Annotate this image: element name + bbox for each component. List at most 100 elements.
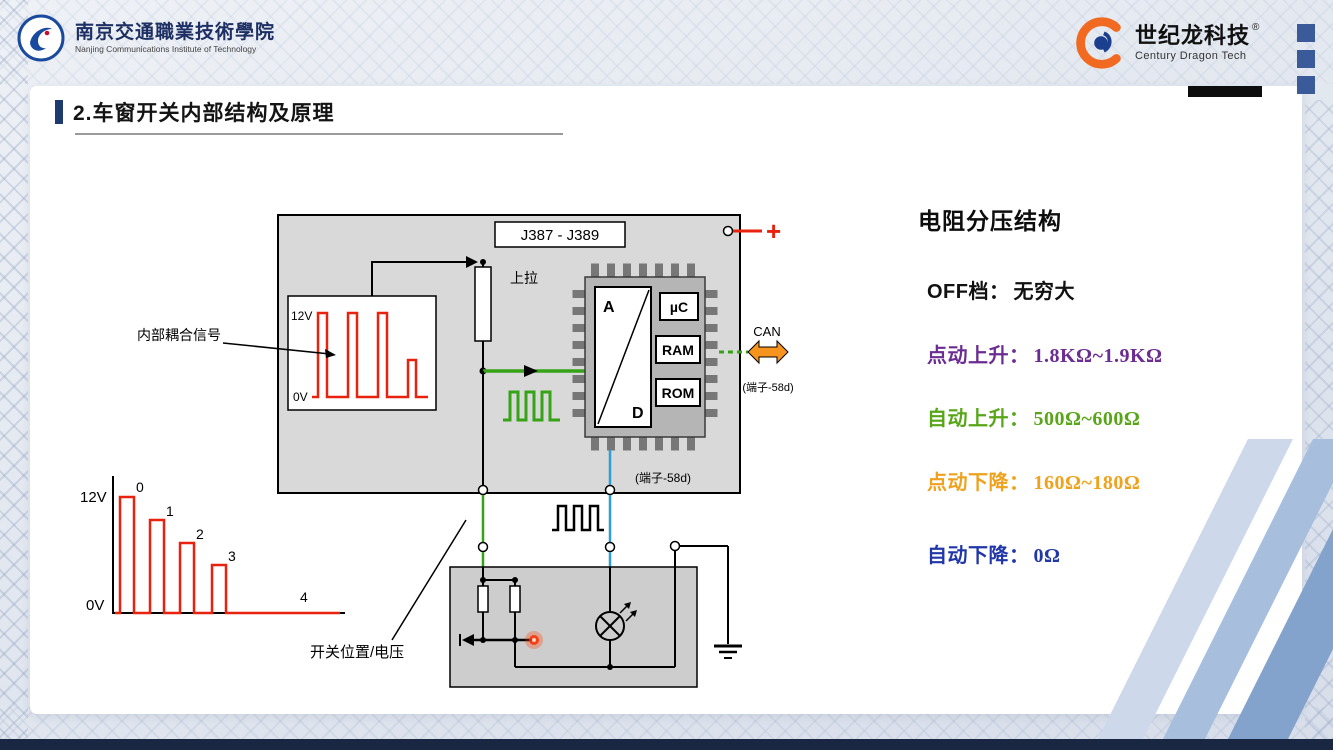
step-label-1: 1 bbox=[166, 503, 174, 519]
divider-resistor-1 bbox=[477, 585, 489, 613]
circuit-diagram: J387 - J389 + 12V 0V 内部耦合信号 上拉 A D bbox=[80, 214, 794, 688]
black-waveform bbox=[552, 504, 604, 532]
plus-terminal bbox=[722, 225, 734, 237]
deco-square bbox=[1297, 50, 1315, 68]
step-label-3: 3 bbox=[228, 548, 236, 564]
switch-wiper-arrow bbox=[462, 634, 474, 646]
lamp-x2 bbox=[599, 615, 621, 637]
led-arrowhead-1 bbox=[624, 602, 631, 609]
module-label-box bbox=[494, 221, 626, 248]
coupling-signal-box: 12V 0V bbox=[287, 295, 437, 411]
switch-position-label: 开关位置/电压 bbox=[310, 644, 404, 661]
resistance-row-label: OFF档： bbox=[927, 281, 1010, 303]
edge-diamond-pattern-left bbox=[0, 0, 28, 750]
staircase-waveform: 12V 0V 0 1 2 3 4 bbox=[80, 476, 345, 615]
institute-header: 南京交通職業技術學院 Nanjing Communications Instit… bbox=[16, 13, 275, 63]
brand-name-zh: 世纪龙科技 bbox=[1135, 22, 1251, 48]
deco-black-bar bbox=[1188, 86, 1262, 97]
title-accent-bar bbox=[55, 100, 63, 124]
stripe-mid bbox=[1163, 439, 1333, 739]
page-title: 2.车窗开关内部结构及原理 bbox=[73, 102, 335, 125]
divider-resistor-2 bbox=[509, 585, 521, 613]
stripe-light bbox=[1098, 439, 1293, 739]
coupling-waveform bbox=[312, 311, 428, 399]
footer-bar bbox=[0, 739, 1333, 750]
pullup-label: 上拉 bbox=[510, 270, 538, 286]
green-waveform bbox=[503, 390, 560, 422]
coupling-high-label: 12V bbox=[291, 309, 312, 323]
terminal-label: (端子-58d) bbox=[635, 471, 691, 485]
resistance-row-value: 160Ω~180Ω bbox=[1033, 472, 1141, 494]
ram-label: RAM bbox=[662, 342, 694, 358]
ground-symbol bbox=[714, 644, 742, 659]
resistance-row-value: 无穷大 bbox=[1013, 281, 1075, 303]
terminal-circle bbox=[477, 484, 489, 496]
coupling-label: 内部耦合信号 bbox=[137, 327, 221, 343]
resistance-row-value: 0Ω bbox=[1033, 545, 1061, 567]
step-label-2: 2 bbox=[196, 526, 204, 542]
led-arrowhead-2 bbox=[630, 610, 637, 617]
resistance-row-value: 1.8KΩ~1.9KΩ bbox=[1033, 345, 1163, 367]
title-underline bbox=[75, 133, 563, 135]
ad-a-label: A bbox=[603, 299, 615, 316]
stripe-dark bbox=[1228, 529, 1333, 739]
junction-dot bbox=[480, 637, 486, 643]
step-label-0: 0 bbox=[136, 479, 144, 495]
coupling-pointer-arrow bbox=[325, 349, 336, 358]
resistance-row-label: 点动上升： bbox=[927, 345, 1030, 367]
registered-mark: ® bbox=[1252, 21, 1260, 33]
ad-diagonal bbox=[597, 289, 650, 425]
can-label: CAN bbox=[753, 324, 780, 339]
slide-title-block: 2.车窗开关内部结构及原理 bbox=[55, 97, 335, 127]
stair-high-label: 12V bbox=[80, 489, 107, 506]
resistance-row-value: 500Ω~600Ω bbox=[1033, 408, 1141, 430]
contact-glow-core bbox=[532, 638, 536, 642]
resistance-row-label: 自动下降： bbox=[927, 545, 1030, 567]
plus-sign: + bbox=[766, 216, 781, 246]
corner-stripes-decoration bbox=[1098, 439, 1333, 739]
microcontroller-chip: A D µC RAM ROM bbox=[572, 263, 718, 451]
institute-name-en: Nanjing Communications Institute of Tech… bbox=[75, 43, 257, 54]
deco-square bbox=[1297, 76, 1315, 94]
pullup-feed-line bbox=[371, 261, 466, 296]
can-terminal-label: (端子-58d) bbox=[742, 381, 793, 394]
uc-label: µC bbox=[670, 299, 688, 315]
institute-name-block: 南京交通職業技術學院 Nanjing Communications Instit… bbox=[75, 22, 275, 55]
brand-logo-icon bbox=[1076, 17, 1121, 69]
stair-low-label: 0V bbox=[86, 597, 104, 614]
can-arrow bbox=[747, 339, 789, 365]
resistance-row-label: 自动上升： bbox=[927, 408, 1030, 430]
terminal-circle bbox=[477, 541, 489, 553]
ad-d-label: D bbox=[632, 405, 644, 422]
resistance-panel-title: 电阻分压结构 bbox=[918, 208, 1062, 234]
resistance-row-jog-down: 点动下降：160Ω~180Ω bbox=[927, 466, 1140, 495]
brand-name-en: Century Dragon Tech bbox=[1135, 50, 1247, 63]
institute-name-zh: 南京交通職業技術學院 bbox=[75, 21, 276, 43]
coupling-low-label: 0V bbox=[293, 390, 308, 404]
stair-red-trace bbox=[115, 495, 340, 615]
green-line-arrow bbox=[524, 365, 538, 377]
rom-box bbox=[655, 378, 701, 407]
institute-logo-icon bbox=[17, 14, 65, 62]
terminal-circle bbox=[604, 484, 616, 496]
resistance-row-jog-up: 点动上升：1.8KΩ~1.9KΩ bbox=[927, 339, 1163, 368]
ram-box bbox=[655, 335, 701, 364]
step-label-4: 4 bbox=[300, 589, 308, 605]
brand-header: 世纪龙科技 ® Century Dragon Tech bbox=[1072, 15, 1259, 71]
rom-label: ROM bbox=[662, 385, 695, 401]
pullup-arrow bbox=[466, 256, 478, 268]
uc-box bbox=[659, 292, 699, 321]
terminal-circle bbox=[669, 540, 681, 552]
switch-block-box bbox=[449, 566, 698, 688]
junction-dot bbox=[607, 664, 613, 670]
resistance-row-label: 点动下降： bbox=[927, 472, 1030, 494]
module-label: J387 - J389 bbox=[521, 227, 599, 244]
resistance-row-auto-down: 自动下降：0Ω bbox=[927, 539, 1061, 568]
resistance-row-off: OFF档：无穷大 bbox=[927, 275, 1075, 304]
switch-pointer-line bbox=[391, 519, 467, 641]
terminal-circle bbox=[604, 541, 616, 553]
pullup-resistor bbox=[474, 266, 492, 342]
coupling-pointer-line bbox=[222, 342, 331, 355]
deco-square bbox=[1297, 24, 1315, 42]
switch-block bbox=[449, 566, 698, 688]
